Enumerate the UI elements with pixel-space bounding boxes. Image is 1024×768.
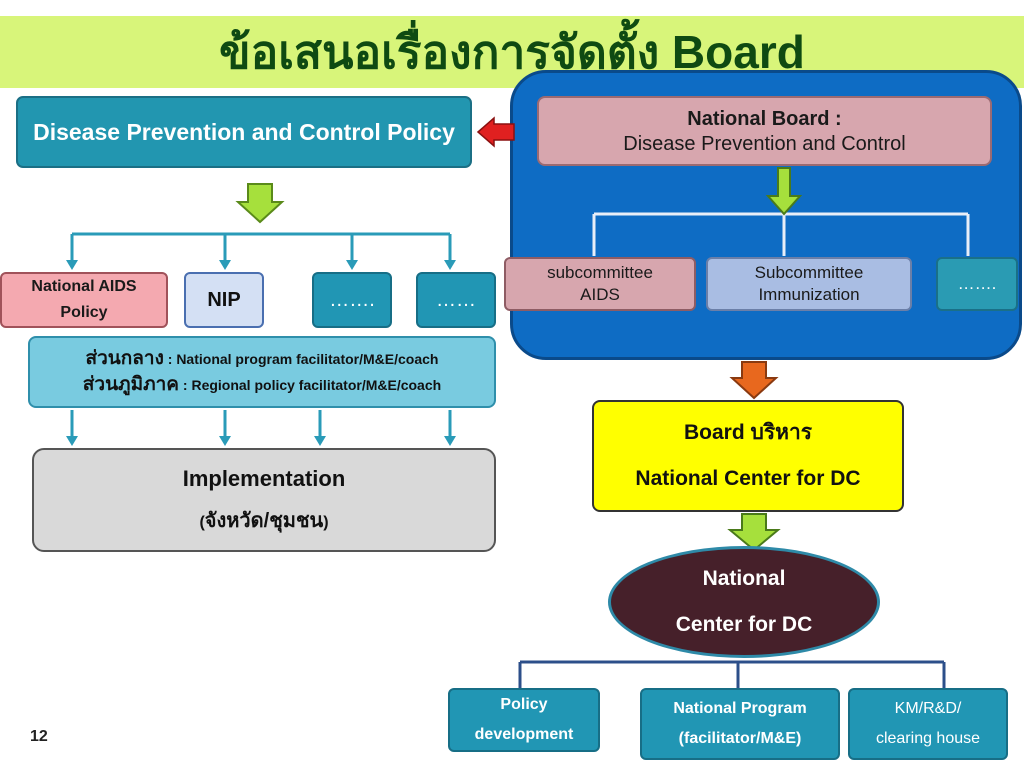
green-arrow-down-center (727, 513, 781, 552)
executive-board-line2: National Center for DC (635, 467, 861, 490)
central-desc: : National program facilitator/M&E/coach (163, 351, 439, 367)
unit-program-line1: National Program (673, 700, 807, 717)
national-center-line1: National (702, 567, 786, 590)
disease-policy-box: Disease Prevention and Control Policy (16, 96, 472, 168)
subcommittee-placeholder: ……. (936, 257, 1018, 311)
program-placeholder-2: …… (416, 272, 496, 328)
national-center-line2: Center for DC (675, 613, 813, 636)
regional-desc: : Regional policy facilitator/M&E/coach (179, 377, 442, 393)
unit-policy-development: Policy development (448, 688, 600, 752)
unit-program-line2: (facilitator/M&E) (678, 730, 802, 747)
subcommittee-aids: subcommittee AIDS (504, 257, 696, 311)
program-aids-line2: Policy (60, 304, 108, 321)
unit-km-rd: KM/R&D/ clearing house (848, 688, 1008, 760)
unit-km-line2: clearing house (875, 730, 981, 747)
green-arrow-down-board (765, 167, 803, 216)
unit-policy-line1: Policy (500, 696, 548, 713)
subcommittee-aids-line1: subcommittee (547, 263, 653, 282)
red-arrow-left (476, 116, 515, 148)
executive-board-box: Board บริหาร National Center for DC (592, 400, 904, 512)
national-center-ellipse: National Center for DC (608, 546, 880, 658)
unit-km-line1: KM/R&D/ (894, 700, 962, 717)
facilitator-box: ส่วนกลาง : National program facilitator/… (28, 336, 496, 408)
subcommittee-imm-line2: Immunization (758, 285, 860, 304)
implementation-title: Implementation (182, 466, 346, 491)
units-branch-lines (518, 660, 946, 688)
impl-thai: จังหวัด/ชุมชน (204, 510, 324, 532)
page-title: ข้อเสนอเรื่องการจัดตั้ง Board (219, 26, 805, 78)
subcommittee-immunization: Subcommittee Immunization (706, 257, 912, 311)
program-aids-policy: National AIDS Policy (0, 272, 168, 328)
impl-paren-open: ( (199, 514, 205, 531)
regional-facilitator-line: ส่วนภูมิภาค : Regional policy facilitato… (83, 372, 441, 398)
program-nip: NIP (184, 272, 264, 328)
implementation-arrowheads (66, 436, 456, 446)
central-label: ส่วนกลาง (85, 348, 164, 369)
implementation-arrows-lines (70, 410, 452, 438)
implementation-subtitle: (จังหวัด/ชุมชน) (199, 501, 328, 543)
subcommittee-aids-line2: AIDS (580, 285, 620, 304)
board-branch-lines (592, 212, 970, 256)
subcommittee-imm-line1: Subcommittee (754, 263, 864, 282)
implementation-box: Implementation (จังหวัด/ชุมชน) (32, 448, 496, 552)
program-aids-line1: National AIDS (31, 278, 137, 295)
executive-board-line1: Board บริหาร (683, 421, 813, 444)
national-board-line2: Disease Prevention and Control (623, 133, 906, 155)
national-board-box: National Board : Disease Prevention and … (537, 96, 992, 166)
program-placeholder-1: ……. (312, 272, 392, 328)
policy-branch-arrowheads (66, 260, 456, 270)
green-arrow-down-left (235, 183, 285, 224)
policy-branch-lines (70, 232, 452, 262)
national-board-line1: National Board : (687, 108, 842, 130)
regional-label: ส่วนภูมิภาค (82, 374, 180, 395)
page-number: 12 (30, 728, 48, 745)
orange-arrow-down (729, 361, 779, 400)
central-facilitator-line: ส่วนกลาง : National program facilitator/… (86, 346, 439, 372)
impl-paren-close: ) (323, 514, 329, 531)
unit-national-program: National Program (facilitator/M&E) (640, 688, 840, 760)
unit-policy-line2: development (474, 726, 574, 743)
